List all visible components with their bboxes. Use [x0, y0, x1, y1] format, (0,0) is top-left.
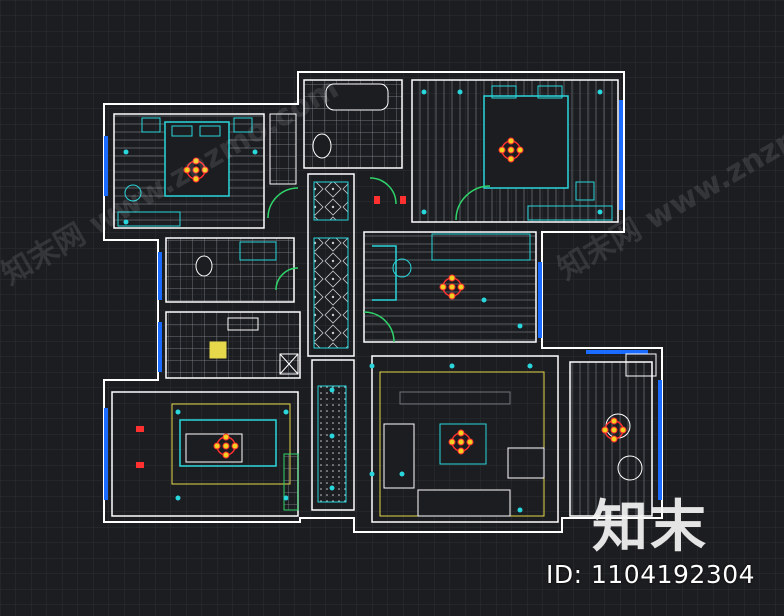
bathroom-secondary	[165, 237, 299, 303]
toilet-icon	[312, 133, 332, 159]
bed-icon	[483, 95, 569, 189]
bedroom-secondary	[113, 113, 299, 229]
living-room	[371, 355, 559, 523]
door-swing-icon	[267, 187, 299, 219]
downlights	[123, 89, 603, 513]
exterior-walls	[103, 71, 663, 533]
bedroom-master	[411, 79, 619, 223]
watermark-logo: 知末	[592, 495, 708, 560]
sofa-icon	[417, 489, 511, 517]
wardrobe-icon	[269, 113, 297, 185]
bathroom-main	[303, 79, 403, 205]
windows	[104, 100, 662, 500]
bathtub-icon	[325, 83, 389, 111]
sofa-icon	[383, 423, 415, 489]
kitchen	[165, 311, 301, 379]
wardrobe-icon	[431, 233, 531, 261]
entry-hall	[311, 359, 355, 511]
corridor	[307, 173, 355, 357]
study-room	[363, 231, 537, 343]
toilet-icon	[195, 255, 213, 277]
balcony	[569, 353, 657, 517]
watermark-id: ID: 1104192304	[546, 560, 756, 589]
